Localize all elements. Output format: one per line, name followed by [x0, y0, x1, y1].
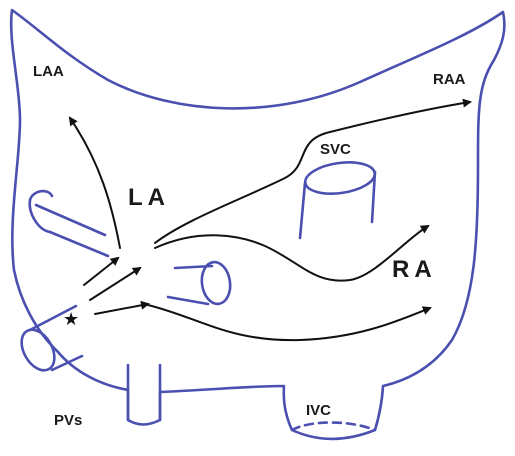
label-raa: RAA [433, 71, 466, 88]
atria-outline [11, 10, 504, 439]
label-ivc: IVC [306, 402, 331, 419]
path-to-svc-region [155, 226, 428, 281]
svc-cylinder [300, 158, 377, 238]
label-la: LA [128, 184, 170, 211]
path-to-ra [148, 305, 430, 340]
label-laa: LAA [33, 63, 64, 80]
label-svc: SVC [320, 141, 351, 158]
path-to-laa [70, 118, 120, 248]
label-pvs: PVs [54, 412, 82, 429]
pulmonary-vein-upper [30, 191, 108, 256]
ivc-dashed-rim [292, 423, 375, 431]
path-origin-c [95, 304, 148, 314]
path-origin-a [84, 258, 118, 285]
path-origin-b [90, 268, 140, 300]
pulmonary-vein-bottom [128, 365, 160, 420]
pulmonary-vein-central [168, 260, 233, 305]
label-ra: RA [392, 256, 437, 283]
origin-star-icon: ★ [63, 309, 79, 330]
